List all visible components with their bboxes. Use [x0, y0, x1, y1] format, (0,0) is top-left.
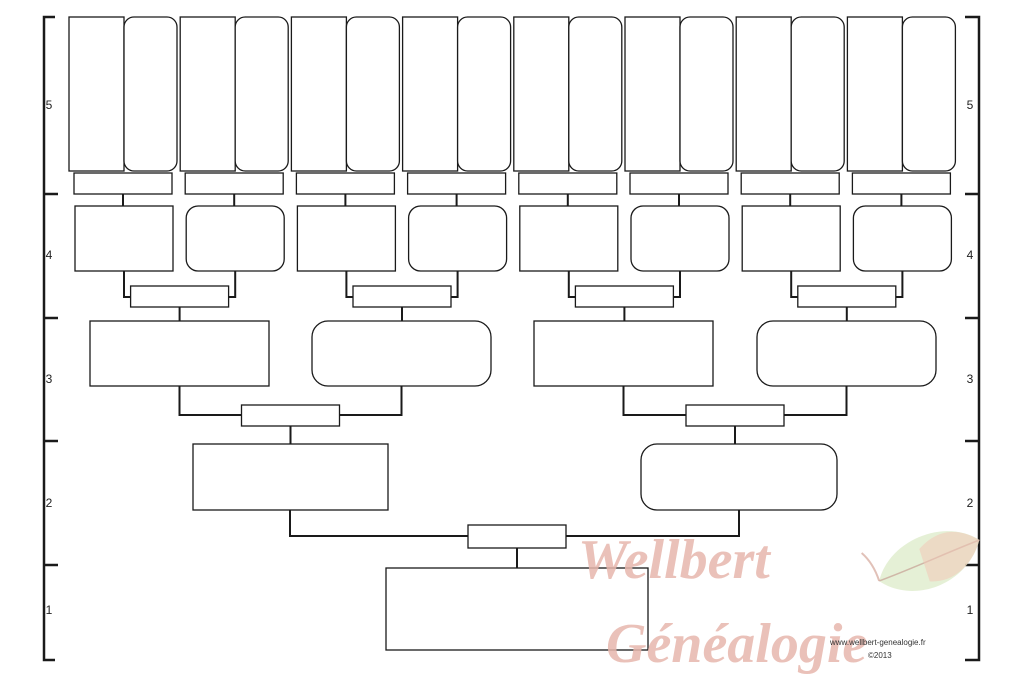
leaf-icon [861, 531, 980, 591]
connector-gen4-right-4 [895, 271, 904, 298]
generation-label-left-4: 4 [46, 248, 53, 262]
person-box-gen3-1[interactable] [89, 320, 270, 387]
watermark: Wellbert Généalogie www.wellbert-genealo… [578, 529, 980, 675]
person-box-gen4-7[interactable] [741, 205, 841, 272]
marriage-box-gen5-3[interactable] [295, 172, 396, 195]
person-box-gen5-9[interactable] [513, 16, 570, 172]
marriage-box-gen5-7[interactable] [740, 172, 840, 195]
person-box-gen1-root[interactable] [385, 567, 649, 651]
person-box-gen5-13[interactable] [735, 16, 792, 172]
connector-gen4-right-3 [673, 271, 681, 298]
person-box-gen5-16[interactable] [901, 16, 957, 172]
connector-gen2-right [566, 510, 740, 537]
person-box-gen5-10[interactable] [568, 16, 623, 172]
tree-boxes [68, 16, 957, 651]
person-box-gen4-1[interactable] [74, 205, 174, 272]
person-box-gen4-4[interactable] [407, 205, 508, 272]
generation-label-left-2: 2 [46, 496, 53, 510]
marriage-box-gen4-2[interactable] [352, 285, 452, 308]
person-box-gen5-14[interactable] [790, 16, 845, 172]
watermark-website: www.wellbert-genealogie.fr [829, 638, 926, 647]
generation-label-left-3: 3 [46, 372, 53, 386]
person-box-gen5-6[interactable] [345, 16, 401, 172]
marriage-box-gen5-8[interactable] [851, 172, 952, 195]
watermark-line1: Wellbert [578, 529, 771, 591]
marriage-box-gen5-6[interactable] [629, 172, 729, 195]
generation-label-right-3: 3 [967, 372, 974, 386]
person-box-gen5-12[interactable] [679, 16, 734, 172]
generation-label-left-5: 5 [46, 98, 53, 112]
generation-label-left-1: 1 [46, 603, 53, 617]
person-box-gen2-1[interactable] [192, 443, 389, 511]
connector-gen3-left-2 [622, 386, 686, 416]
person-box-gen3-2[interactable] [311, 320, 492, 387]
marriage-box-gen4-3[interactable] [574, 285, 675, 308]
connector-gen4-left-2 [345, 271, 353, 298]
marriage-box-gen5-5[interactable] [518, 172, 618, 195]
person-box-gen4-2[interactable] [185, 205, 285, 272]
marriage-box-gen4-4[interactable] [797, 285, 897, 308]
person-box-gen5-4[interactable] [234, 16, 289, 172]
connector-gen3-left-1 [178, 386, 242, 416]
marriage-box-gen5-2[interactable] [184, 172, 284, 195]
generation-label-right-2: 2 [967, 496, 974, 510]
left-generation-bracket [42, 15, 58, 662]
person-box-gen2-2[interactable] [640, 443, 838, 511]
generation-label-right-5: 5 [967, 98, 974, 112]
watermark-copyright: ©2013 [868, 651, 892, 660]
connector-gen4-left-3 [567, 271, 576, 298]
person-box-gen5-11[interactable] [624, 16, 681, 172]
right-generation-bracket [965, 15, 981, 662]
generation-label-right-1: 1 [967, 603, 974, 617]
person-box-gen3-4[interactable] [756, 320, 937, 387]
person-box-gen5-1[interactable] [68, 16, 125, 172]
connector-gen4-right-1 [228, 271, 237, 298]
marriage-box-gen2[interactable] [467, 524, 567, 549]
person-box-gen4-6[interactable] [630, 205, 730, 272]
connector-gen4-left-4 [790, 271, 798, 298]
connector-gen4-left-1 [123, 271, 131, 298]
marriage-box-gen3-2[interactable] [685, 404, 785, 427]
person-box-gen5-8[interactable] [456, 16, 512, 172]
watermark-line2: Généalogie [606, 613, 867, 675]
marriage-box-gen5-4[interactable] [406, 172, 507, 195]
person-box-gen4-8[interactable] [852, 205, 953, 272]
connector-gen4-right-2 [451, 271, 459, 298]
marriage-box-gen5-1[interactable] [73, 172, 173, 195]
person-box-gen5-5[interactable] [290, 16, 348, 172]
connector-gen3-right-2 [784, 386, 848, 416]
connector-gen3-right-1 [339, 386, 403, 416]
left-generation-labels: 5 4 3 2 1 [46, 98, 53, 617]
person-box-gen3-3[interactable] [533, 320, 714, 387]
right-generation-labels: 5 4 3 2 1 [967, 98, 974, 617]
marriage-box-gen4-1[interactable] [129, 285, 230, 308]
person-box-gen5-15[interactable] [846, 16, 904, 172]
person-box-gen5-3[interactable] [179, 16, 236, 172]
connector-gen2-left [289, 510, 468, 537]
person-box-gen4-5[interactable] [519, 205, 619, 272]
generation-label-right-4: 4 [967, 248, 974, 262]
person-box-gen5-7[interactable] [401, 16, 459, 172]
tree-connectors [122, 194, 904, 568]
person-box-gen5-2[interactable] [123, 16, 178, 172]
marriage-box-gen3-1[interactable] [240, 404, 341, 427]
person-box-gen4-3[interactable] [296, 205, 397, 272]
